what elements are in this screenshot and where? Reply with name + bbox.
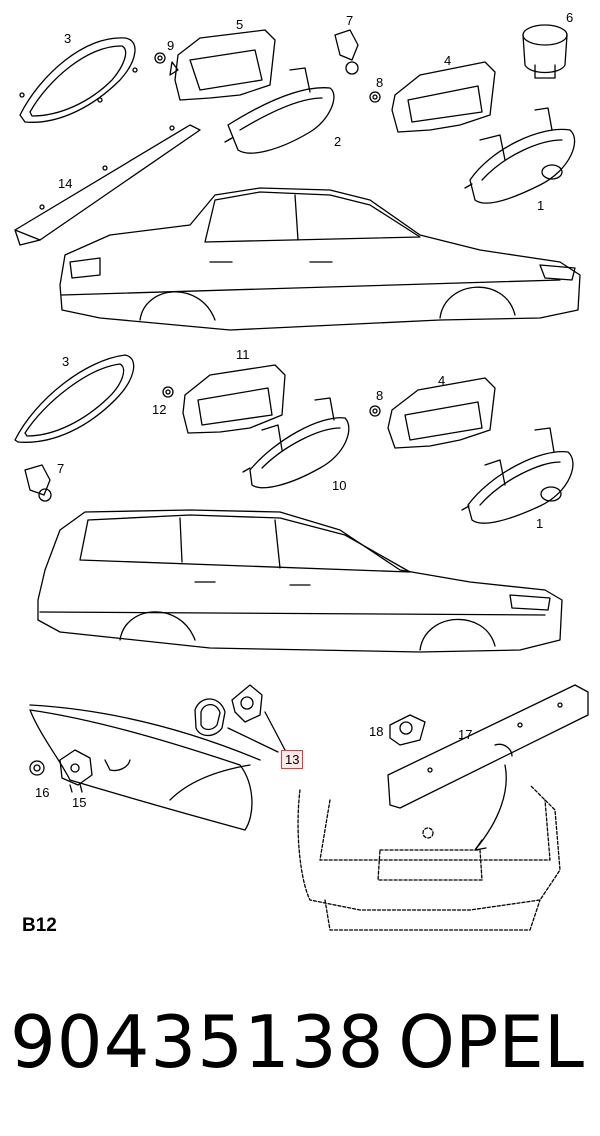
callout-8: 8: [376, 75, 384, 90]
bezel-part-3: [19, 37, 138, 123]
bracket-part-4b: [387, 377, 496, 449]
callout-7: 7: [346, 13, 354, 28]
footer: 90435138 OPEL: [0, 1000, 600, 1090]
part-number: 90435138: [10, 1000, 385, 1084]
callout-13-highlighted[interactable]: 13: [281, 750, 304, 769]
brand-name: OPEL: [398, 1000, 584, 1084]
bracket-part-4: [391, 61, 496, 133]
nut-part-8: [369, 91, 381, 103]
nut-part-8b: [369, 405, 381, 417]
bezel-part-3b: [14, 354, 135, 443]
callout-1: 1: [537, 198, 545, 213]
nut-part-9: [154, 52, 166, 64]
bracket-part-11: [182, 364, 286, 434]
tailgate-panel-outline: [29, 704, 261, 831]
bracket-part-5: [169, 29, 276, 101]
diagram-drawing: [14, 24, 589, 931]
door-handle-part-2: [224, 67, 335, 154]
callout-3b: 3: [62, 354, 70, 369]
seal-part-13: [194, 684, 286, 753]
callout-15: 15: [72, 795, 87, 810]
lock-cylinder-part-6: [522, 24, 568, 79]
callout-14: 14: [58, 176, 73, 191]
grommet-part-18: [389, 714, 426, 746]
sedan-car-outline: [59, 187, 581, 331]
door-handle-part-1b: [461, 427, 574, 524]
clip-part-7b: [24, 464, 52, 502]
callout-4b: 4: [438, 373, 446, 388]
callout-16: 16: [35, 785, 50, 800]
door-handle-part-10: [242, 397, 350, 489]
trim-strip-part-17: [387, 684, 589, 851]
callout-18: 18: [369, 724, 384, 739]
section-code: B12: [22, 915, 57, 936]
callout-17: 17: [458, 727, 473, 742]
callout-2: 2: [334, 134, 342, 149]
nut-part-12: [162, 386, 174, 398]
callout-5: 5: [236, 17, 244, 32]
door-handle-part-1: [464, 107, 576, 204]
callout-9: 9: [167, 38, 175, 53]
callout-1b: 1: [536, 516, 544, 531]
callout-10: 10: [332, 478, 347, 493]
moulding-part-14: [14, 124, 201, 246]
callout-7b: 7: [57, 461, 65, 476]
clip-part-7: [334, 29, 359, 75]
parts-diagram: 3 5 7 6 9 4 8 2 14 1 3 11 12 8 4 7 10 1 …: [14, 10, 589, 936]
nut-part-16: [29, 760, 45, 776]
callout-8b: 8: [376, 388, 384, 403]
callout-6: 6: [566, 10, 574, 25]
callout-12: 12: [152, 402, 167, 417]
estate-car-outline: [37, 509, 563, 653]
callout-3: 3: [64, 31, 72, 46]
lock-part-15: [59, 749, 93, 793]
callout-4: 4: [444, 53, 452, 68]
rear-car-outline: [297, 784, 561, 931]
callout-11: 11: [236, 347, 250, 362]
